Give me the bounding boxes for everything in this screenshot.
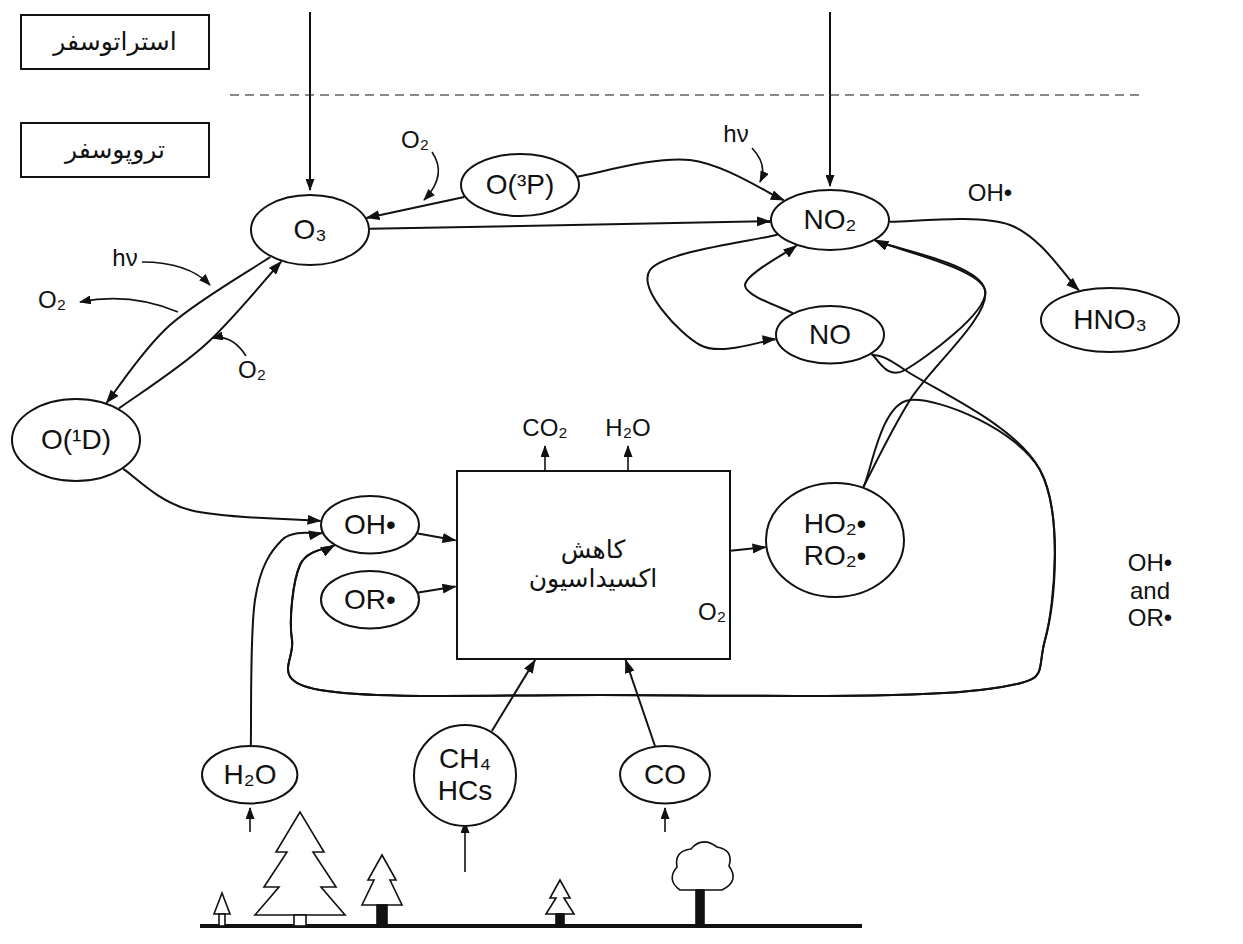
species-ellipse: CH₄ HCs	[413, 724, 517, 827]
node-text: O(¹D)	[41, 424, 111, 456]
species-ellipse: CO	[619, 745, 711, 804]
tree-trunk	[556, 914, 564, 926]
species-ellipse: OH•	[320, 495, 420, 554]
tree-trunk	[219, 914, 225, 926]
tree	[255, 812, 345, 915]
reaction-arrow	[123, 469, 320, 521]
node-text: OR•	[344, 584, 396, 616]
layer-boundary	[230, 94, 1140, 96]
reaction-arrow	[106, 257, 270, 403]
reagent-label: H₂O	[603, 414, 652, 442]
product-arrow	[80, 299, 178, 312]
emission-arrow	[464, 822, 466, 872]
node-text: NO₂	[804, 204, 857, 236]
reaction-arrow	[418, 587, 455, 593]
node-text: H₂O	[224, 759, 277, 791]
light-arrow	[142, 262, 210, 285]
node-text: HO₂• RO₂•	[804, 508, 867, 572]
species-ellipse: O(³P)	[460, 153, 580, 217]
species-ellipse: OR•	[320, 570, 420, 629]
layer-box: تروپوسفر	[20, 122, 210, 178]
reaction-arrow	[648, 235, 778, 349]
tree-trunk	[377, 905, 387, 926]
tree-trunk	[696, 890, 704, 926]
layer-box: استراتوسفر	[20, 14, 210, 70]
stratosphere-input	[829, 12, 831, 186]
reagent-label: hν	[721, 120, 750, 148]
reaction-arrow	[288, 400, 1055, 696]
product-arrow	[544, 446, 546, 470]
node-text: کاهش اکسیداسیون	[529, 536, 658, 594]
node-text: CH₄ HCs	[438, 743, 492, 807]
tree	[214, 893, 230, 914]
reagent-label: O₂	[696, 598, 728, 626]
ellipse-shape	[321, 571, 419, 628]
reagent-arrow	[212, 337, 246, 356]
node-text: O₃	[293, 214, 326, 246]
emission-arrow	[664, 808, 666, 832]
ellipse-shape	[620, 746, 710, 803]
reaction-arrow	[578, 159, 784, 200]
reaction-arrow	[370, 221, 770, 229]
reaction-arrow	[288, 354, 1055, 696]
reaction-arrow	[731, 547, 766, 551]
species-ellipse: H₂O	[201, 745, 298, 804]
ellipse-shape	[766, 483, 904, 597]
ellipse-shape	[776, 306, 884, 363]
reaction-arrow	[626, 660, 655, 746]
reagent-label: OH• and OR•	[1126, 549, 1174, 632]
ellipse-shape	[12, 399, 140, 481]
node-text: NO	[809, 319, 851, 351]
tree	[546, 880, 574, 914]
reagent-arrow	[424, 152, 438, 200]
species-ellipse: NO	[775, 305, 885, 364]
node-text: OH•	[344, 509, 396, 541]
node-text: تروپوسفر	[65, 136, 165, 165]
reagent-label: CO₂	[520, 414, 569, 442]
node-text: HNO₃	[1073, 304, 1147, 336]
node-text: استراتوسفر	[53, 28, 176, 57]
species-ellipse: NO₂	[770, 189, 890, 251]
emission-arrow	[249, 808, 251, 832]
tree	[672, 842, 733, 890]
reaction-arrow	[367, 197, 465, 218]
product-arrow	[627, 446, 629, 470]
reaction-arrow	[745, 246, 796, 313]
ellipse-shape	[321, 496, 419, 553]
stratosphere-input	[309, 12, 311, 190]
reaction-arrow	[492, 660, 535, 731]
species-ellipse: O(¹D)	[11, 398, 141, 482]
process-box: کاهش اکسیداسیون	[456, 470, 731, 660]
ellipse-shape	[1041, 288, 1179, 352]
ellipse-shape	[414, 725, 516, 826]
ellipse-shape	[251, 195, 369, 265]
ellipse-shape	[202, 746, 297, 803]
edge-label: OH•	[966, 179, 1014, 207]
reaction-arrow	[863, 240, 985, 487]
node-text: O(³P)	[486, 169, 554, 201]
reagent-label: O₂	[399, 126, 431, 154]
tree-trunk	[294, 915, 306, 926]
ellipse-shape	[461, 154, 579, 216]
species-ellipse: HO₂• RO₂•	[765, 482, 905, 598]
node-text: CO	[644, 759, 686, 791]
reagent-label: hν	[110, 244, 139, 272]
tree	[362, 855, 402, 905]
light-arrow	[752, 148, 763, 182]
ellipse-shape	[771, 190, 889, 250]
trees	[214, 812, 733, 926]
reaction-arrow	[872, 240, 986, 372]
species-ellipse: O₃	[250, 194, 370, 266]
reagent-label: O₂	[36, 286, 68, 314]
reagent-label: O₂	[236, 356, 268, 384]
reaction-arrow	[251, 533, 322, 745]
reaction-arrow	[418, 534, 456, 541]
species-ellipse: HNO₃	[1040, 287, 1180, 353]
reaction-arrow	[119, 262, 281, 409]
